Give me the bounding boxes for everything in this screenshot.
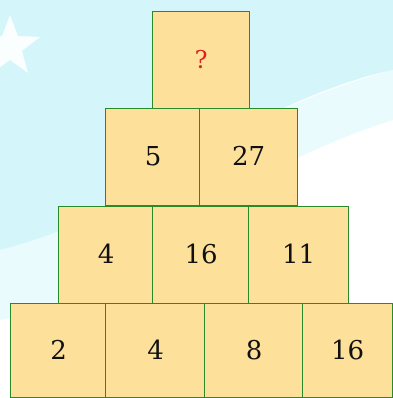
pyramid-block: 11 [248, 206, 349, 304]
pyramid-block: 2 [10, 303, 107, 398]
pyramid-block-unknown[interactable]: ? [152, 11, 250, 109]
pyramid-block: 8 [204, 303, 304, 398]
pyramid-block: 16 [302, 303, 393, 398]
pyramid-block: 4 [105, 303, 206, 398]
pyramid-block: 5 [105, 108, 201, 206]
pyramid-block: 4 [58, 206, 154, 304]
pyramid-block: 27 [199, 108, 298, 206]
pyramid-block: 16 [152, 206, 250, 304]
